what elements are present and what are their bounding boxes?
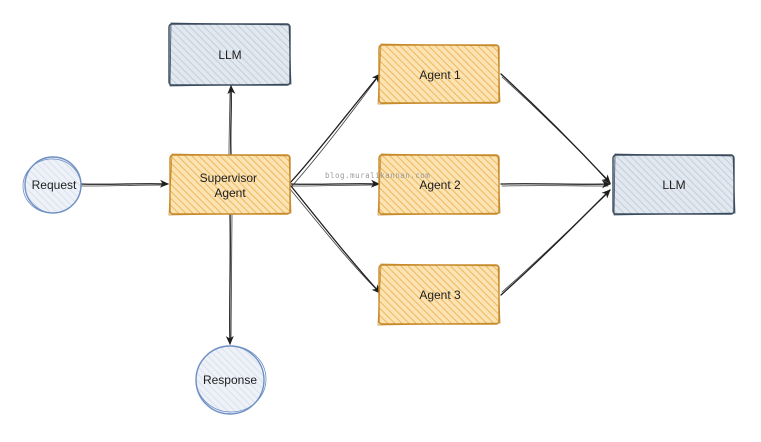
response-label: Response <box>203 373 257 387</box>
watermark-text: blog.muralikannan.com <box>325 171 430 180</box>
arrow-supervisor-to-agent3 <box>289 185 381 294</box>
arrow-supervisor-to-agent2 <box>290 179 380 188</box>
agent1-label: Agent 1 <box>419 68 461 82</box>
arrow-agent1-to-llm-right <box>500 73 611 184</box>
agent1-node: Agent 1 <box>377 43 501 105</box>
arrow-supervisor-to-response <box>225 213 234 345</box>
request-node: Request <box>22 156 82 214</box>
agent2-label: Agent 2 <box>419 178 461 192</box>
edges <box>79 73 611 345</box>
arrow-agent2-to-llm-right <box>500 180 611 189</box>
llm-right-node: LLM <box>612 153 736 216</box>
llm-right-label: LLM <box>662 178 685 192</box>
llm-top-label: LLM <box>218 48 241 62</box>
arrow-agent3-to-llm-right <box>500 189 611 296</box>
supervisor-agent-label: Supervisor Agent <box>200 171 261 200</box>
arrow-supervisor-to-llm-top <box>227 85 236 156</box>
arrow-request-to-supervisor <box>79 179 169 188</box>
agent3-node: Agent 3 <box>377 263 501 326</box>
supervisor-agent-node: Supervisor Agent <box>168 153 292 216</box>
request-label: Request <box>32 178 77 192</box>
arrow-supervisor-to-agent1 <box>289 73 381 187</box>
agent2-node: Agent 2 <box>377 153 501 216</box>
llm-top-node: LLM <box>168 22 292 87</box>
response-node: Response <box>195 345 267 415</box>
agent3-label: Agent 3 <box>419 288 461 302</box>
